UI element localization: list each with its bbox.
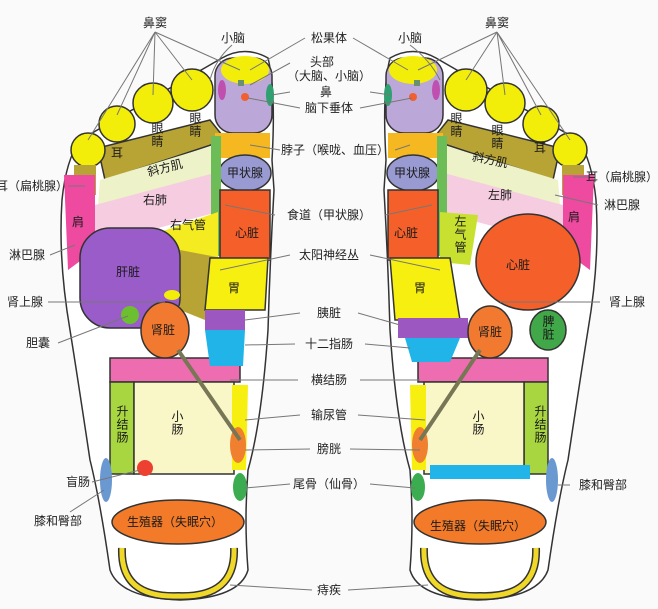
label-ear-tonsil-left: 耳（扁桃腺） — [0, 178, 68, 193]
label-gallbladder: 胆囊 — [26, 335, 50, 350]
label-trachea: 右气管 — [170, 217, 206, 232]
label-eye-2: 眼睛 — [188, 112, 202, 138]
left-outer-labels: 鼻窦 小脑 耳（扁桃腺） 淋巴腺 肾上腺 胆囊 盲肠 膝和臀部 — [0, 15, 245, 528]
duodenum-region — [405, 338, 460, 362]
label-sinus-left: 鼻窦 — [143, 15, 167, 30]
label-genitals: 生殖器（失眠穴） — [430, 518, 526, 533]
label-thyroid: 甲状腺 — [227, 166, 263, 180]
label-spleen: 脾脏 — [541, 314, 555, 341]
label-hemorrhoids: 痔疾 — [317, 582, 341, 597]
label-ureter: 输尿管 — [311, 407, 347, 422]
label-small-intestine: 小肠 — [170, 410, 184, 436]
label-thyroid: 甲状腺 — [394, 166, 430, 180]
label-ear: 耳 — [111, 146, 123, 160]
label-kidney: 肾脏 — [478, 324, 502, 339]
leader-lines — [48, 31, 600, 591]
heart-region — [219, 189, 271, 261]
label-small-intestine: 小肠 — [471, 410, 485, 436]
label-pancreas: 胰脏 — [317, 305, 341, 320]
label-esophagus: 食道（甲状腺） — [287, 207, 371, 222]
label-ascending-colon: 升结肠 — [115, 405, 129, 444]
label-stomach: 胃 — [414, 281, 426, 295]
label-solar-plexus: 太阳神经丛 — [299, 247, 359, 262]
label-adrenal-left: 肾上腺 — [7, 295, 43, 309]
right-foot — [384, 52, 597, 601]
left-foot — [61, 52, 274, 601]
label-neck: 脖子（喉咙、血压） — [281, 143, 389, 157]
label-stomach: 胃 — [228, 281, 240, 295]
label-heart: 心脏 — [235, 225, 259, 240]
label-coccyx: 尾骨（仙骨） — [293, 477, 365, 491]
right-outer-labels: 鼻窦 小脑 耳（扁桃腺） 淋巴腺 肾上腺 膝和臀部 — [398, 15, 658, 492]
label-nose: 鼻 — [320, 84, 332, 99]
duodenum-region — [205, 330, 245, 366]
label-eye-1: 眼睛 — [150, 122, 164, 148]
label-genitals: 生殖器（失眠穴） — [127, 514, 223, 529]
heart-region — [475, 213, 581, 311]
label-lung: 右肺 — [143, 192, 167, 207]
left-foot-labels: 耳 眼睛 眼睛 斜方肌 右肺 右气管 肩 甲状腺 心脏 肝脏 胃 肾脏 升结肠 … — [72, 112, 263, 529]
label-transverse-colon: 横结肠 — [311, 373, 347, 387]
label-liver: 肝脏 — [116, 264, 140, 279]
label-ascending-colon: 升结肠 — [533, 405, 547, 444]
label-eye-2: 眼睛 — [490, 124, 504, 150]
label-sinus-right: 鼻窦 — [485, 15, 509, 30]
label-cerebellum-left: 小脑 — [221, 31, 245, 45]
center-labels: 松果体 头部 （大脑、小脑） 鼻 脑下垂体 脖子（喉咙、血压） 食道（甲状腺） … — [281, 31, 389, 597]
label-trapezius: 斜方肌 — [471, 148, 509, 170]
label-lymph-right: 淋巴腺 — [604, 198, 640, 212]
label-ear-tonsil-right: 耳（扁桃腺） — [586, 169, 658, 184]
right-foot-labels: 耳 眼睛 眼睛 斜方肌 左肺 左气管 肩 甲状腺 心脏 心脏 胃 肾脏 脾脏 升… — [394, 112, 580, 533]
left-trachea-region — [440, 212, 478, 265]
kidney-region — [467, 305, 513, 359]
gallbladder-region — [121, 306, 139, 324]
label-head-sub: （大脑、小脑） — [287, 69, 371, 83]
label-heart-small: 心脏 — [394, 225, 418, 240]
label-heart: 心脏 — [506, 257, 530, 272]
heart-small-region — [387, 189, 439, 261]
label-cerebellum-right: 小脑 — [398, 31, 422, 45]
descending-band — [430, 465, 530, 479]
cecum-region — [137, 460, 153, 476]
label-pineal: 松果体 — [311, 31, 347, 45]
label-lymph-left: 淋巴腺 — [9, 248, 45, 262]
label-duodenum: 十二指肠 — [305, 336, 353, 351]
pancreas-region — [398, 318, 468, 338]
label-kidney: 肾脏 — [151, 322, 175, 337]
label-lung: 左肺 — [488, 187, 512, 202]
label-pituitary: 脑下垂体 — [305, 101, 353, 115]
label-shoulder: 肩 — [568, 209, 580, 224]
label-ear: 耳 — [534, 141, 546, 155]
label-adrenal-right: 肾上腺 — [609, 295, 645, 309]
label-cecum: 盲肠 — [66, 474, 90, 489]
label-bladder: 膀胱 — [317, 441, 341, 456]
label-knee-hip-right: 膝和臀部 — [579, 477, 627, 492]
label-trachea: 左气管 — [453, 214, 467, 254]
spleen-region — [529, 309, 567, 351]
stomach-region — [204, 257, 269, 311]
label-head: 头部 — [310, 54, 334, 69]
right-trachea-region — [80, 212, 218, 262]
liver-region — [79, 227, 181, 329]
label-eye-1: 眼睛 — [449, 112, 463, 138]
label-shoulder: 肩 — [72, 214, 84, 229]
label-knee-hip-left: 膝和臀部 — [34, 513, 82, 528]
pancreas-region — [205, 310, 245, 330]
